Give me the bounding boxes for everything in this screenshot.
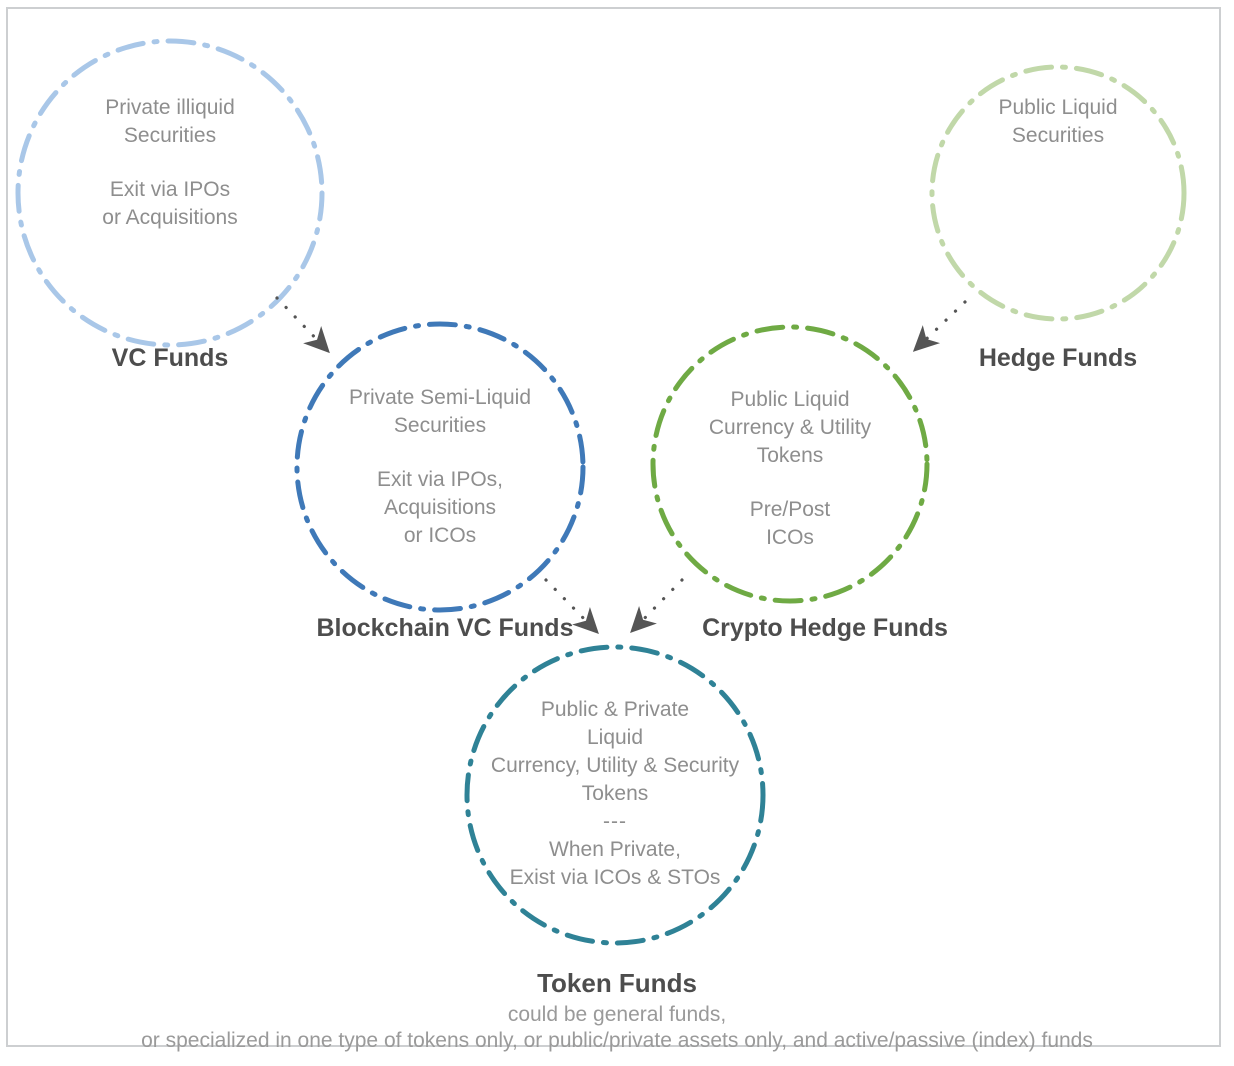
node-crypto-hedge-funds-text: Public Liquid Currency & Utility Tokens … [670,386,910,552]
node-token-funds-line-5: When Private, [549,838,681,861]
node-blockchain-vc-funds-line-4: Acquisitions [383,496,497,519]
node-vc-funds-text: Private illiquid Securities Exit via IPO… [50,94,290,232]
circle-crypto-hedge-funds [650,324,930,604]
node-label-blockchain-vc-funds: Blockchain VC Funds [316,614,574,642]
arrow-vc-to-blockchain-vc [275,296,330,354]
circle-blockchain-vc-funds [294,321,586,613]
caption-line-1: could be general funds, [507,1003,727,1026]
node-token-funds-line-2: Liquid [586,726,644,749]
node-token-funds-separator: --- [603,810,627,833]
node-label-hedge-funds: Hedge Funds [978,344,1138,372]
node-vc-funds-line-3: Exit via IPOs [109,178,231,201]
node-hedge-funds-line-1: Public Liquid [998,96,1118,119]
circle-vc-funds [15,38,325,348]
node-blockchain-vc-funds-line-2: Securities [393,414,487,437]
node-crypto-hedge-funds-line-3: Tokens [756,444,824,467]
node-token-funds-line-4: Tokens [581,782,649,805]
circle-hedge-funds [929,64,1187,322]
node-crypto-hedge-funds-line-1: Public Liquid [730,388,850,411]
node-token-funds-line-3: Currency, Utility & Security [490,754,740,777]
node-blockchain-vc-funds-text: Private Semi-Liquid Securities Exit via … [320,384,560,550]
node-token-funds-text: Public & Private Liquid Currency, Utilit… [465,696,765,892]
node-blockchain-vc-funds-line-5: or ICOs [403,524,477,547]
node-crypto-hedge-funds-line-4: Pre/Post [749,498,831,521]
node-blockchain-vc-funds-line-1: Private Semi-Liquid [348,386,532,409]
node-hedge-funds-text: Public Liquid Securities [938,94,1178,150]
node-token-funds-line-1: Public & Private [540,698,690,721]
node-label-vc-funds: VC Funds [111,344,229,372]
node-vc-funds-line-1: Private illiquid [105,96,235,119]
node-token-funds-line-6: Exist via ICOs & STOs [509,866,721,889]
arrow-hedge-to-crypto-hedge [912,300,967,352]
node-vc-funds-line-4: or Acquisitions [102,206,238,229]
node-crypto-hedge-funds-line-5: ICOs [766,526,814,549]
node-label-crypto-hedge-funds: Crypto Hedge Funds [702,614,948,642]
caption-title-token-funds: Token Funds [537,968,697,998]
node-crypto-hedge-funds-line-2: Currency & Utility [708,416,872,439]
node-hedge-funds-line-2: Securities [1011,124,1105,147]
circle-token-funds [464,644,766,946]
caption-line-2: or specialized in one type of tokens onl… [141,1029,1093,1052]
node-vc-funds-line-2: Securities [123,124,217,147]
node-blockchain-vc-funds-line-3: Exit via IPOs, [376,468,504,491]
